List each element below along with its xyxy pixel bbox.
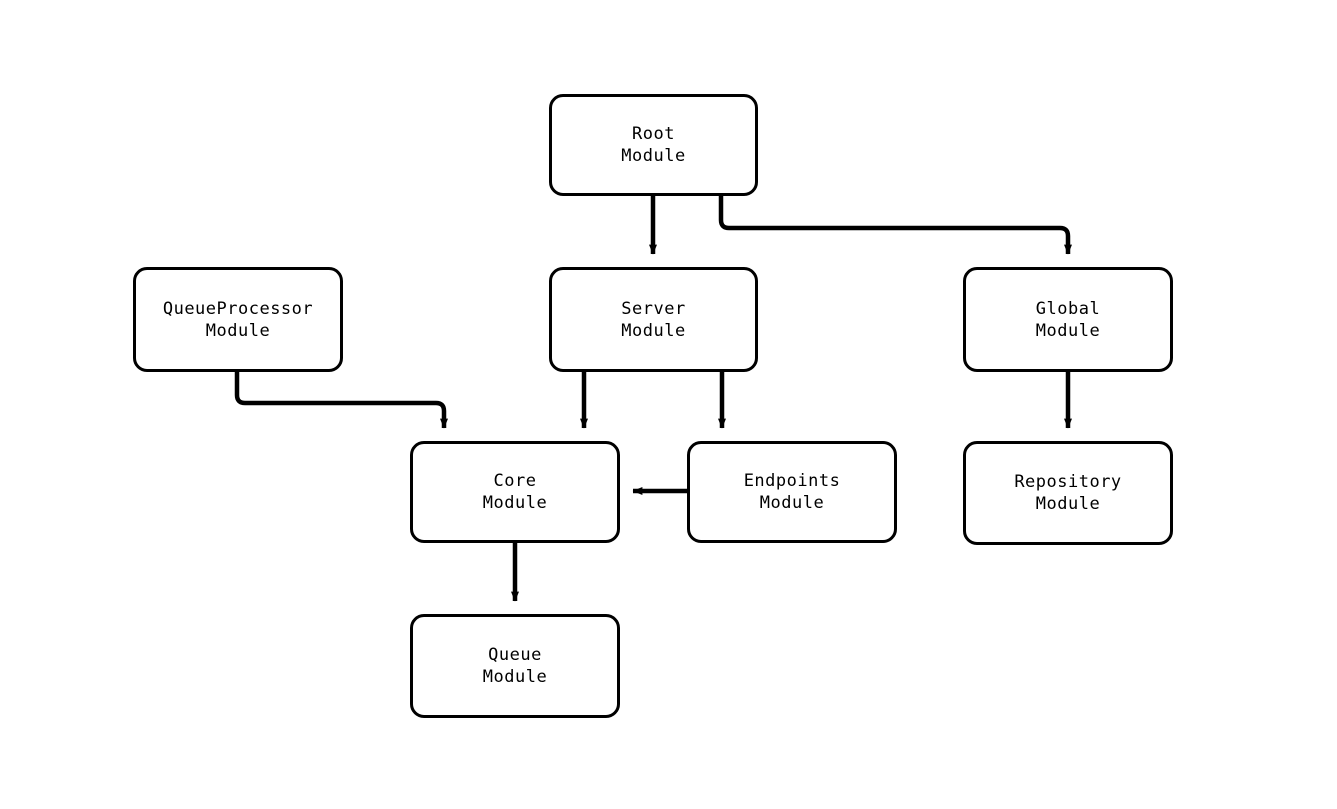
node-core-module[interactable]: Core Module — [410, 441, 620, 543]
node-server-module-line2: Module — [621, 320, 686, 341]
node-global-module[interactable]: Global Module — [963, 267, 1173, 372]
edge-queueprocessor-to-core — [234, 372, 448, 429]
node-server-module-line1: Server — [621, 298, 686, 319]
node-repository-module[interactable]: Repository Module — [963, 441, 1173, 545]
node-root-module[interactable]: Root Module — [549, 94, 758, 196]
node-repository-module-line2: Module — [1035, 494, 1101, 514]
node-queueprocessor-module-line2: Module — [205, 320, 271, 341]
node-core-module-line1: Core — [493, 471, 537, 491]
node-endpoints-module-line1: Endpoints — [743, 471, 841, 491]
node-repository-module-line1: Repository — [1014, 472, 1122, 492]
node-core-module-line2: Module — [482, 493, 548, 513]
node-endpoints-module-line2: Module — [759, 493, 825, 513]
node-queue-module[interactable]: Queue Module — [410, 614, 620, 718]
node-root-module-line1: Root — [632, 124, 675, 144]
node-queueprocessor-module-line1: QueueProcessor — [162, 298, 314, 319]
node-global-module-line1: Global — [1035, 298, 1101, 319]
node-server-module[interactable]: Server Module — [549, 267, 758, 372]
node-queue-module-line1: Queue — [488, 645, 542, 665]
node-endpoints-module[interactable]: Endpoints Module — [687, 441, 897, 543]
edge-root-to-global — [718, 196, 1072, 255]
node-queue-module-line2: Module — [482, 667, 548, 687]
node-queueprocessor-module[interactable]: QueueProcessor Module — [133, 267, 343, 372]
node-global-module-line2: Module — [1035, 320, 1101, 341]
node-root-module-line2: Module — [621, 146, 686, 166]
